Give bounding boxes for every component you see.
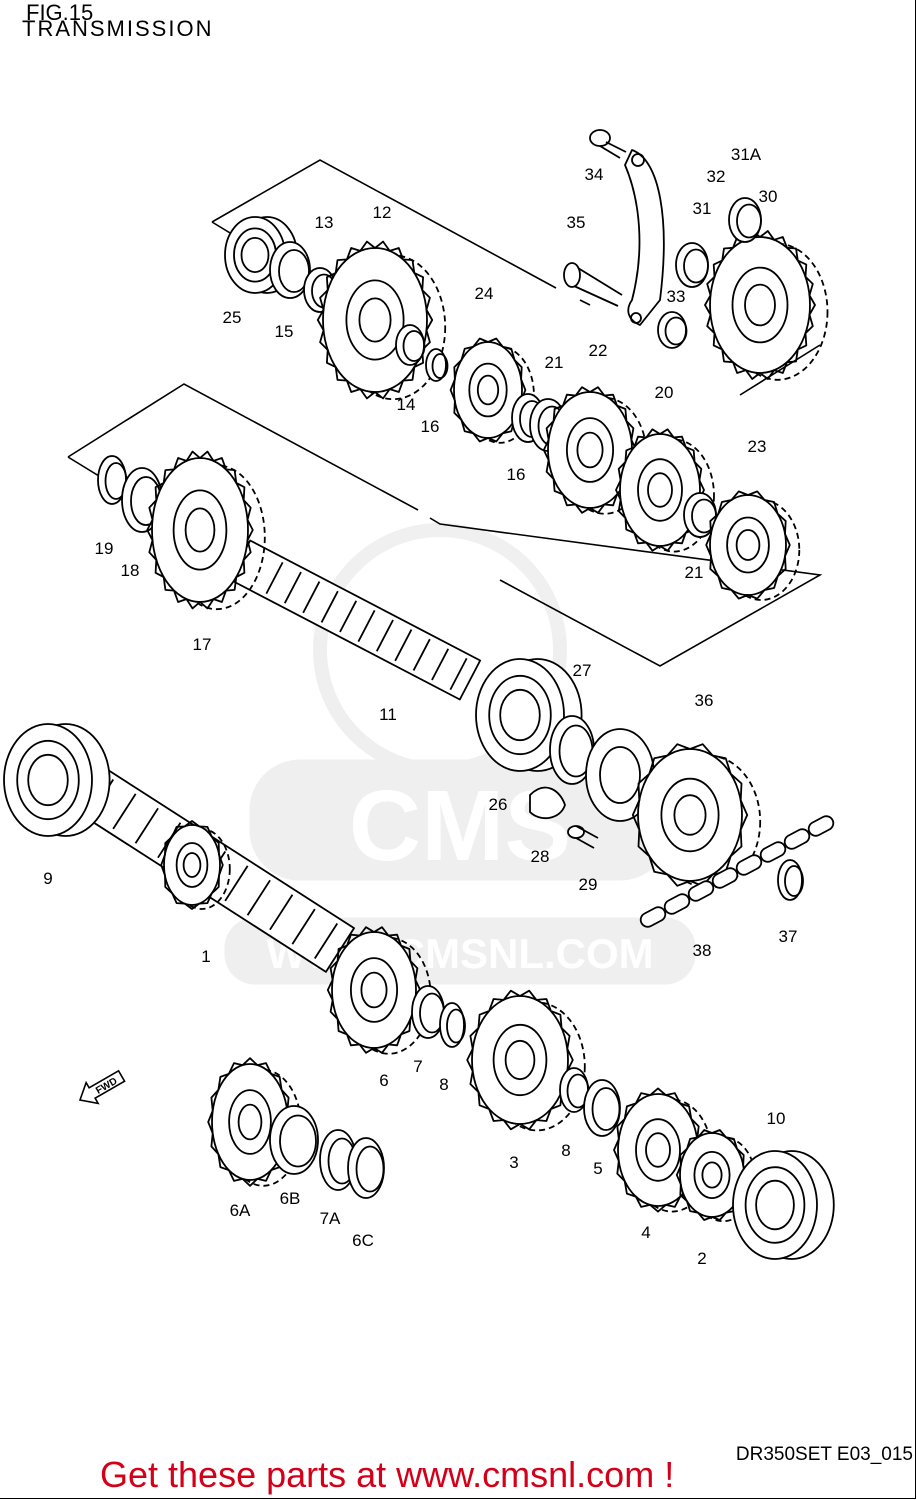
washer-5 — [583, 1079, 621, 1137]
callout-label: 29 — [579, 875, 598, 894]
callout-label: 37 — [779, 927, 798, 946]
callout-label: 6 — [379, 1071, 388, 1090]
callout-label: 2 — [697, 1249, 706, 1268]
gear-23 — [705, 490, 801, 601]
callout-label: 14 — [397, 395, 416, 414]
callout-label: 31A — [731, 145, 762, 164]
callout-label: 27 — [573, 661, 592, 680]
callout-label: 3 — [509, 1153, 518, 1172]
bushing-31 — [675, 242, 709, 288]
diagram-code: DR350SET E03_015 — [735, 1444, 913, 1465]
callout-label: 16 — [507, 465, 526, 484]
circlip-6c — [347, 1137, 385, 1199]
bolt-34 — [589, 129, 627, 159]
diagram-title: TRANSMISSION — [22, 16, 214, 41]
callout-label: 20 — [655, 383, 674, 402]
washer-15 — [269, 241, 311, 299]
callout-label: 15 — [275, 322, 294, 341]
watermark-logo-text: CMS — [349, 770, 571, 882]
callout-label: 7A — [320, 1209, 341, 1228]
callout-label: 36 — [695, 691, 714, 710]
gear-30 — [704, 230, 829, 381]
bushing-31a — [728, 197, 762, 243]
callout-label: 13 — [315, 213, 334, 232]
driveshaft-frame — [67, 383, 419, 511]
callout-label: 5 — [593, 1159, 602, 1178]
callout-label: 28 — [531, 847, 550, 866]
callout-label: 6A — [230, 1201, 251, 1220]
callout-label: 12 — [373, 203, 392, 222]
callout-label: 11 — [379, 705, 397, 724]
chain-38 — [639, 815, 835, 928]
callout-label: 24 — [475, 284, 494, 303]
gear-12 — [316, 240, 447, 401]
circlip-8b — [559, 1067, 590, 1113]
callout-label: 7 — [413, 1057, 422, 1076]
bearing-10 — [732, 1150, 835, 1260]
callout-label: 34 — [585, 165, 604, 184]
callout-label: 8 — [439, 1075, 448, 1094]
parts-link[interactable]: Get these parts at www.cmsnl.com ! — [100, 1454, 675, 1495]
callout-label: 10 — [767, 1109, 786, 1128]
callout-label: 16 — [421, 417, 440, 436]
callout-label: 8 — [561, 1141, 570, 1160]
callout-label: 26 — [489, 795, 508, 814]
callout-label: 17 — [193, 635, 212, 654]
lever-32 — [624, 149, 665, 326]
callout-label: 32 — [707, 167, 726, 186]
callout-label: 21 — [545, 353, 564, 372]
callout-label: 21 — [685, 563, 704, 582]
callout-label: 9 — [43, 869, 52, 888]
callout-label: 1 — [201, 947, 210, 966]
gear-17 — [146, 450, 266, 611]
gear-20 — [615, 428, 715, 553]
countershaft-frame — [211, 159, 557, 289]
callout-label: 4 — [641, 1223, 650, 1242]
callout-label: 38 — [693, 941, 712, 960]
fig-number: FIG.15 — [26, 0, 94, 25]
circlip-8 — [439, 1002, 466, 1048]
callout-label: 6C — [352, 1231, 374, 1250]
callout-label: 18 — [121, 561, 140, 580]
callout-label: 23 — [748, 437, 767, 456]
clip-37 — [777, 859, 804, 901]
callout-label: 19 — [95, 539, 114, 558]
bolt-29 — [567, 825, 599, 849]
watermark-ring — [313, 523, 567, 777]
gear-6a — [207, 1057, 303, 1187]
bolt-35 — [563, 262, 623, 307]
callout-label: 22 — [589, 341, 608, 360]
plate-28 — [529, 786, 566, 820]
gear-1-integral — [160, 820, 231, 910]
fwd-label: FWD — [94, 1076, 119, 1097]
fwd-arrow-icon: FWD — [78, 1069, 126, 1105]
callout-label: 25 — [223, 308, 242, 327]
washer-7 — [411, 985, 445, 1039]
callout-label: 35 — [567, 213, 586, 232]
circlip-16 — [425, 348, 449, 382]
callout-label: 31 — [693, 199, 712, 218]
bushing-6b — [269, 1105, 319, 1175]
callout-label: 6B — [280, 1189, 301, 1208]
gear-3 — [466, 989, 586, 1132]
washer-14 — [395, 324, 426, 366]
callout-label: 30 — [759, 187, 778, 206]
collar-33 — [657, 311, 688, 349]
bearing-9 — [3, 723, 111, 837]
callout-label: 33 — [667, 287, 686, 306]
